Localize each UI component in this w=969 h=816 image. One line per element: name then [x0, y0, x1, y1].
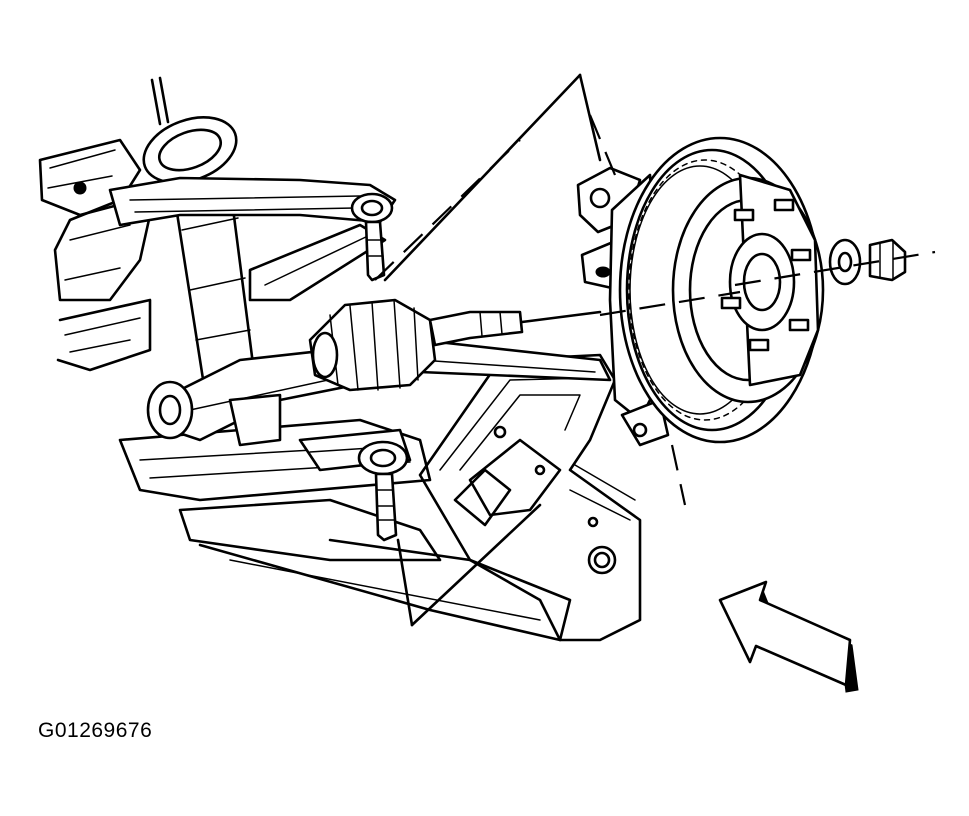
- figure-id-label: G01269676: [38, 719, 153, 742]
- wheel-stud: [722, 200, 810, 350]
- frame-bracket: [420, 355, 640, 640]
- callout-lines: [375, 75, 600, 625]
- upper-ball-joint: [352, 194, 392, 280]
- drive-axle: [310, 300, 600, 390]
- frame-structure: [40, 140, 570, 640]
- washer: [830, 240, 860, 284]
- wheel-hub: [722, 175, 818, 385]
- direction-arrow: [720, 582, 858, 692]
- lower-ball-joint: [359, 442, 407, 540]
- axle-centerline: [590, 115, 935, 505]
- shock-absorber: [74, 78, 255, 392]
- upper-control-arm: [110, 178, 395, 300]
- axle-nut: [870, 240, 905, 280]
